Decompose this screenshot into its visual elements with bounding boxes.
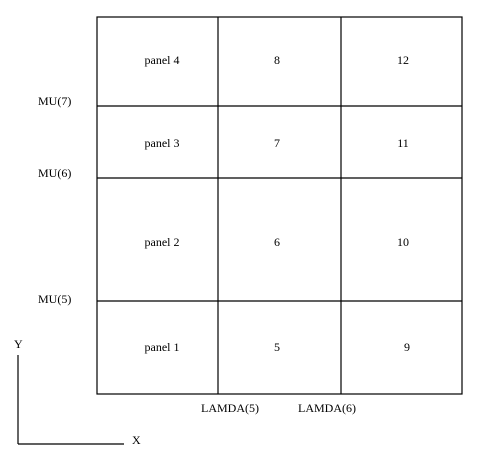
cell-number: 5 <box>274 340 280 354</box>
panel-label: panel 3 <box>145 136 180 150</box>
panel-label: panel 2 <box>145 235 180 249</box>
cell-number: 11 <box>397 136 409 150</box>
cell-number: 12 <box>397 53 409 67</box>
mu-boundary-label: MU(6) <box>38 166 71 180</box>
cell-number: 10 <box>397 235 409 249</box>
cell-number: 8 <box>274 53 280 67</box>
cell-number: 9 <box>404 340 410 354</box>
mu-boundary-label: MU(5) <box>38 292 71 306</box>
x-axis-label: X <box>132 433 141 447</box>
grid-outer-frame <box>96 16 463 395</box>
cell-number: 6 <box>274 235 280 249</box>
y-axis-label: Y <box>14 337 23 351</box>
lamda-boundary-label: LAMDA(5) <box>201 401 259 415</box>
lamda-boundary-label: LAMDA(6) <box>298 401 356 415</box>
cell-number: 7 <box>274 136 280 150</box>
panel-label: panel 4 <box>145 53 180 67</box>
mu-boundary-label: MU(7) <box>38 94 71 108</box>
panel-label: panel 1 <box>145 340 180 354</box>
